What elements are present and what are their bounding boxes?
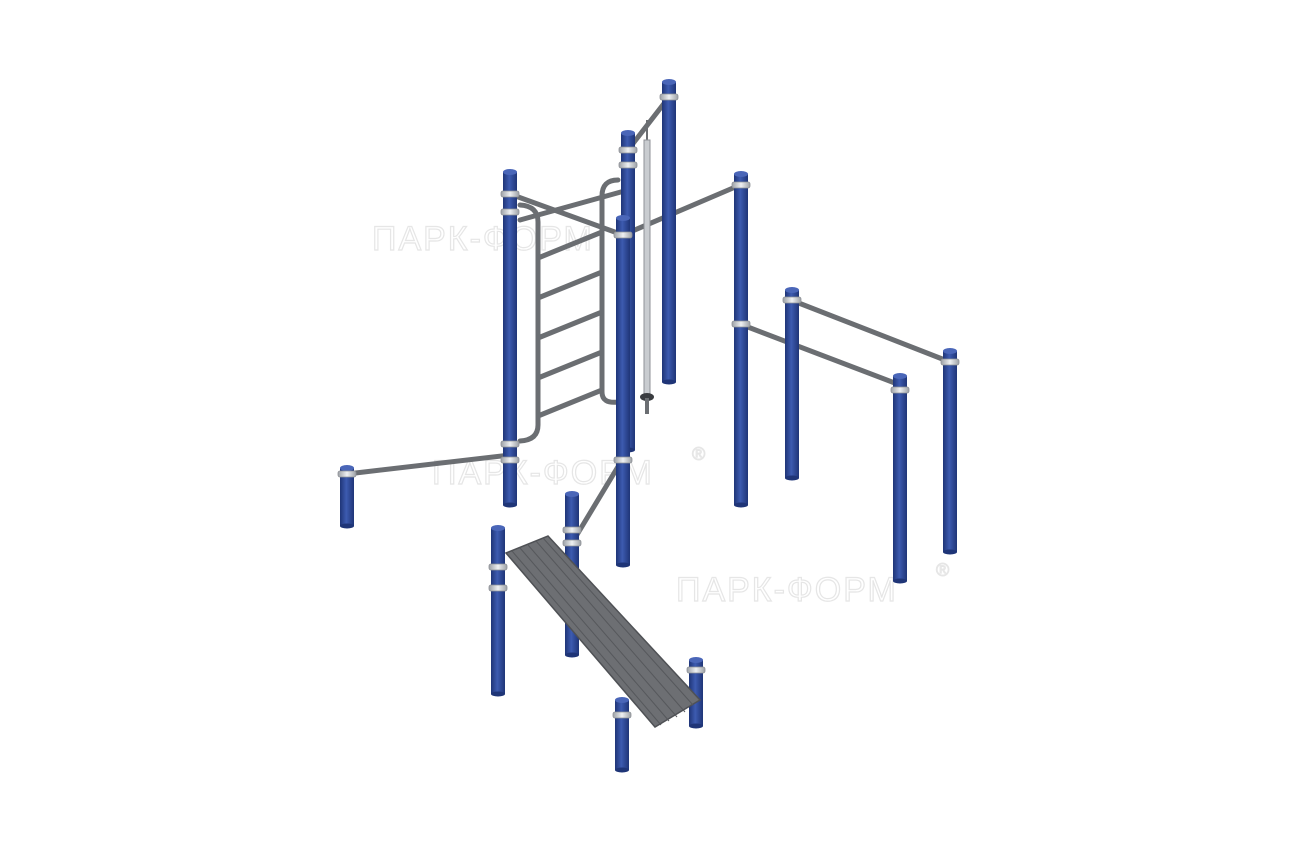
rope-pole (640, 120, 654, 414)
ladder-rail-right (599, 177, 621, 405)
watermark-text-3: ПАРК-ФОРМ (676, 571, 898, 609)
post-low-left-clamp-1 (337, 470, 357, 478)
post-parallel-back-left (782, 287, 802, 481)
post-ladder-left-clamp-2 (500, 208, 520, 216)
post-center-front-clamp-2 (613, 456, 633, 464)
post-bench-mid-clamp-1 (562, 526, 582, 534)
post-bench-left (488, 525, 508, 697)
parallel-bar-front (737, 321, 903, 388)
post-parallel-back-right-clamp-1 (940, 358, 960, 366)
ladder-rung-1 (535, 229, 605, 261)
parallel-bar-back (788, 297, 953, 365)
post-bar-right-clamp-2 (731, 320, 751, 328)
post-ladder-right-clamp-1 (618, 146, 638, 154)
ladder-rung-3 (535, 309, 605, 341)
post-rope-back (659, 79, 679, 385)
watermark-reg-3: ® (936, 560, 949, 580)
low-bar-left (344, 452, 513, 477)
ladder-rung-4 (535, 349, 605, 381)
post-bench-front-clamp-1 (612, 711, 632, 719)
ladder-rung-5 (535, 387, 605, 419)
post-center-front (613, 215, 633, 568)
wall-ladder (517, 177, 621, 444)
ladder-rail-left (517, 202, 541, 444)
post-bench-front (612, 697, 632, 773)
post-ladder-left-clamp-3 (500, 440, 520, 448)
post-bench-left-clamp-2 (488, 584, 508, 592)
post-parallel-back-right (940, 348, 960, 555)
post-ladder-left-clamp-4 (500, 456, 520, 464)
post-center-front-clamp-1 (613, 231, 633, 239)
post-ladder-right-clamp-2 (618, 161, 638, 169)
watermark-group: ПАРК-ФОРМ ПАРК-ФОРМ ® ПАРК-ФОРМ ® (371, 219, 949, 609)
post-bench-mid-clamp-2 (562, 539, 582, 547)
post-ladder-left-clamp-1 (500, 190, 520, 198)
post-parallel-back-left-clamp-1 (782, 296, 802, 304)
post-bar-right-clamp-1 (731, 181, 751, 189)
post-bench-left-clamp-1 (488, 563, 508, 571)
post-bench-front-right (686, 657, 706, 729)
support-posts (337, 79, 960, 773)
post-parallel-front-right (890, 373, 910, 584)
post-parallel-front-right-clamp-1 (890, 386, 910, 394)
post-ladder-left (500, 169, 520, 508)
incline-bench (504, 535, 702, 728)
post-rope-back-clamp-1 (659, 93, 679, 101)
watermark-text-1: ПАРК-ФОРМ (372, 220, 594, 258)
bench-slats (511, 537, 694, 726)
post-bar-right (731, 171, 751, 508)
watermark-reg-2: ® (692, 444, 705, 464)
ladder-rung-2 (535, 269, 605, 301)
post-low-left (337, 465, 357, 529)
post-bench-front-right-clamp-1 (686, 666, 706, 674)
top-bar-right (620, 182, 743, 238)
